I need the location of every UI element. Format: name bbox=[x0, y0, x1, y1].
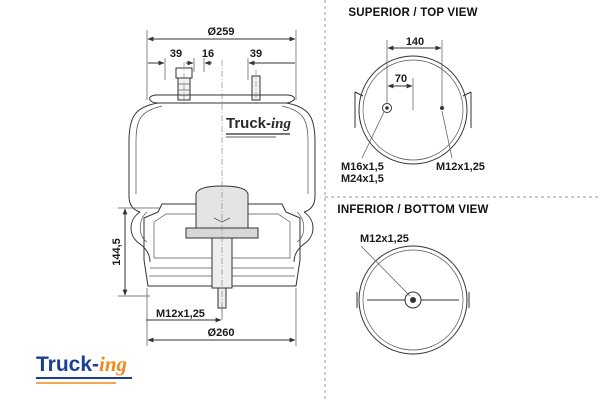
bellows-right-inner bbox=[281, 105, 309, 194]
bottom-view-thread-hole bbox=[410, 297, 416, 303]
lobe-right-inner bbox=[296, 211, 305, 243]
brand-logo-text: Truck-ing bbox=[36, 352, 127, 376]
side-view: Ø259 39 16 39 bbox=[111, 26, 316, 346]
top-view-inner-circle bbox=[362, 59, 464, 161]
leader-m16 bbox=[361, 111, 385, 159]
stud-left bbox=[175, 62, 193, 104]
bottom-thread-label: M12x1,25 bbox=[156, 308, 205, 320]
hole-m12 bbox=[440, 106, 444, 110]
bottom-view-outer-circle bbox=[358, 245, 468, 355]
top-view: SUPERIOR / TOP VIEW 140 70 M16x1,5 M24x1… bbox=[341, 7, 485, 185]
height-label: 144,5 bbox=[111, 238, 123, 266]
leader-bottom-thread bbox=[360, 245, 411, 297]
bellows-left-outer bbox=[128, 102, 159, 213]
thread-label-m12-top: M12x1,25 bbox=[436, 161, 485, 173]
dim-label-140: 140 bbox=[406, 36, 424, 48]
lobe-left bbox=[130, 211, 151, 263]
hole-m16-center bbox=[385, 106, 389, 110]
dim-label-70: 70 bbox=[395, 73, 407, 85]
lobe-left-inner bbox=[139, 211, 148, 243]
dim-label-39-right: 39 bbox=[250, 48, 262, 60]
bottom-view-thread-label: M12x1,25 bbox=[360, 233, 409, 245]
top-view-edge-right bbox=[462, 91, 472, 97]
dim-label-16: 16 bbox=[202, 48, 214, 60]
bottom-view-inner-circle bbox=[362, 249, 464, 351]
leader-m12 bbox=[441, 110, 453, 159]
stud-right bbox=[251, 70, 261, 104]
top-view-title: SUPERIOR / TOP VIEW bbox=[348, 7, 477, 19]
bellows-left-inner bbox=[135, 105, 163, 194]
watermark: Truck-ing bbox=[226, 115, 292, 138]
bottom-view: INFERIOR / BOTTOM VIEW M12x1,25 bbox=[337, 204, 488, 355]
top-plate bbox=[149, 94, 295, 104]
top-view-edge-left bbox=[354, 91, 364, 97]
bellows-right-outer bbox=[285, 102, 316, 213]
bottom-diameter-label: Ø260 bbox=[208, 327, 235, 339]
top-view-outer-circle bbox=[358, 55, 468, 165]
panel-separators bbox=[324, 0, 600, 400]
top-diameter-label: Ø259 bbox=[208, 26, 235, 38]
brand-logo: Truck-ing bbox=[36, 352, 132, 384]
thread-label-m16: M16x1,5 bbox=[341, 161, 384, 173]
watermark-text: Truck-ing bbox=[226, 115, 292, 132]
thread-label-m24: M24x1,5 bbox=[341, 173, 384, 185]
piston-inner bbox=[153, 213, 291, 259]
lobe-right bbox=[293, 211, 314, 263]
bottom-view-title: INFERIOR / BOTTOM VIEW bbox=[337, 204, 488, 216]
dim-label-39-left: 39 bbox=[170, 48, 182, 60]
